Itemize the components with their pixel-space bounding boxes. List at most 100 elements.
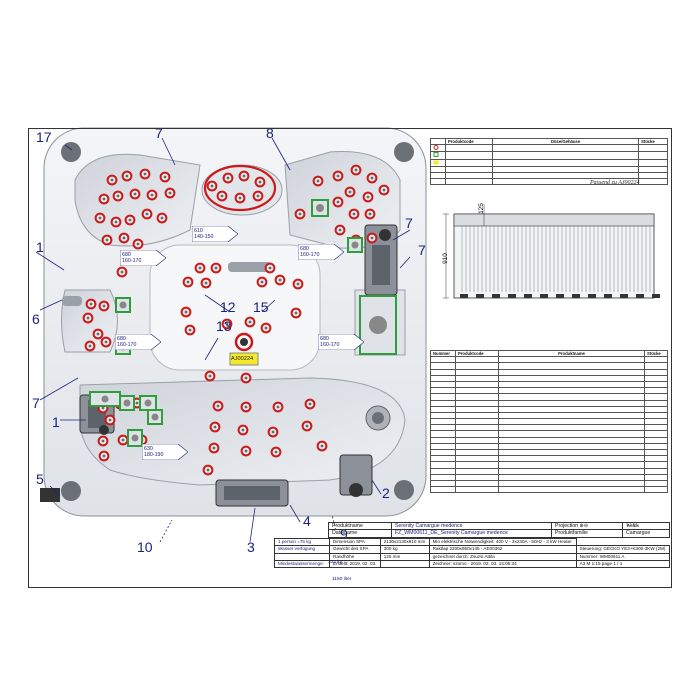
side-dim-top: 125 [477, 203, 485, 214]
callout-2: 2 [382, 485, 390, 501]
title-block-cell: Wasser verfügung [274, 545, 330, 554]
tb-family: Camargue [622, 529, 670, 538]
jet-nozzle-core [320, 444, 324, 448]
cabinet-foot [524, 294, 532, 298]
jet-nozzle-core [204, 281, 208, 285]
nozzle-icon [430, 144, 446, 153]
jet-nozzle-core [256, 194, 260, 198]
jet-nozzle-core [241, 428, 245, 432]
parts-qty [644, 486, 668, 494]
jet-nozzle-core [274, 450, 278, 454]
jet-tag-line: 680 [320, 336, 329, 342]
jet-nozzle-core [98, 216, 102, 220]
cabinet-foot [620, 294, 628, 298]
title-block-cell: 300 kg [379, 545, 430, 554]
jet-tag-line: 680 [117, 336, 126, 342]
jet-nozzle-core [336, 200, 340, 204]
jet-nozzle-core [150, 193, 154, 197]
parts-row [430, 380, 668, 389]
cabinet-foot [588, 294, 596, 298]
tb-label: Produktfamilie [551, 529, 623, 538]
jet-tag-line: 160-170 [320, 342, 340, 348]
title-block: Produktname Serenity Camargue medence Pr… [274, 521, 671, 569]
parts-name [498, 486, 645, 494]
green-square-icon [433, 152, 439, 158]
filter-marker [229, 352, 259, 366]
nozzle-row [430, 151, 668, 160]
callout-7: 7 [405, 215, 413, 231]
speaker-jet-core [101, 395, 109, 403]
nozzle-qty [638, 151, 668, 160]
nozzle-row [430, 158, 668, 167]
side-dim-height: 910 [441, 253, 449, 264]
callout-8: 8 [266, 125, 274, 141]
jet-nozzle-core [348, 190, 352, 194]
parts-row [430, 486, 668, 494]
nozzle-qty [638, 158, 668, 167]
jet-nozzle-core [294, 311, 298, 315]
jet-tag-line: 140-150 [194, 234, 214, 240]
jet-tag-line: 160-170 [122, 258, 142, 264]
nozzle-icon [430, 178, 446, 186]
jet-nozzle-core [101, 439, 105, 443]
jet-nozzle-core [316, 179, 320, 183]
jet-nozzle-core [271, 430, 275, 434]
jet-nozzle-core [105, 238, 109, 242]
nozzle-table-wrap: Produktcode Düse/Gehäuse Stücke Passend … [430, 137, 668, 186]
tb-projection: Projection ⊕⊖ [551, 521, 623, 531]
title-block-cell: Gewicht des SPA [329, 545, 381, 554]
nozzle-icon [430, 151, 446, 160]
callout-12: 12 [220, 299, 236, 315]
parts-code [455, 486, 499, 494]
jet-nozzle-core [220, 194, 224, 198]
jet-nozzle-core [354, 168, 358, 172]
jet-nozzle-core [96, 332, 100, 336]
circulation-pump [339, 454, 373, 497]
title-block-cell: 1 person =75 kg [274, 537, 330, 547]
cabinet-foot [492, 294, 500, 298]
filter-core [240, 338, 248, 346]
jet-nozzle-core [198, 266, 202, 270]
callout-3: 3 [247, 539, 255, 555]
jet-nozzle-core [136, 242, 140, 246]
jet-nozzle-core [368, 212, 372, 216]
title-block-cell: Nummer: WM00611 A [575, 552, 671, 562]
jet-nozzle-core [214, 266, 218, 270]
speaker-jet-core [131, 434, 139, 442]
speaker-jet-core [351, 241, 359, 249]
jet-nozzle-core [370, 176, 374, 180]
jet-nozzle-core [248, 320, 252, 324]
cabinet-foot [556, 294, 564, 298]
tb-water-qty: 332 kg [328, 560, 343, 565]
cabinet-foot [652, 294, 660, 298]
jet-nozzle-core [352, 212, 356, 216]
jet-tag-line: 160-170 [117, 342, 137, 348]
jet-nozzle-core [133, 192, 137, 196]
callout-1: 1 [52, 414, 60, 430]
jet-nozzle-core [212, 446, 216, 450]
jet-tag-line: 610 [194, 228, 203, 234]
callout-17: 17 [36, 129, 52, 145]
callout-13: 13 [216, 318, 232, 334]
leader-lines [35, 137, 411, 543]
jet-nozzle-core [260, 280, 264, 284]
tb-dateiname: FZ_WM00611_DE_Serenity Camargue medence [391, 529, 552, 538]
jet-nozzle-core [163, 175, 167, 179]
jet-nozzle-core [188, 328, 192, 332]
jet-nozzle-core [298, 212, 302, 216]
wellis-logo: Wellis [622, 521, 670, 531]
speaker-jet-core [119, 301, 127, 309]
filter-ring [234, 332, 254, 352]
pillow [62, 296, 82, 306]
nozzle-row [430, 144, 668, 153]
jet-nozzle-core [370, 236, 374, 240]
jet-nozzle-core [186, 280, 190, 284]
nozzle-col-header: Stücke [638, 137, 668, 146]
jet-nozzle-core [244, 449, 248, 453]
